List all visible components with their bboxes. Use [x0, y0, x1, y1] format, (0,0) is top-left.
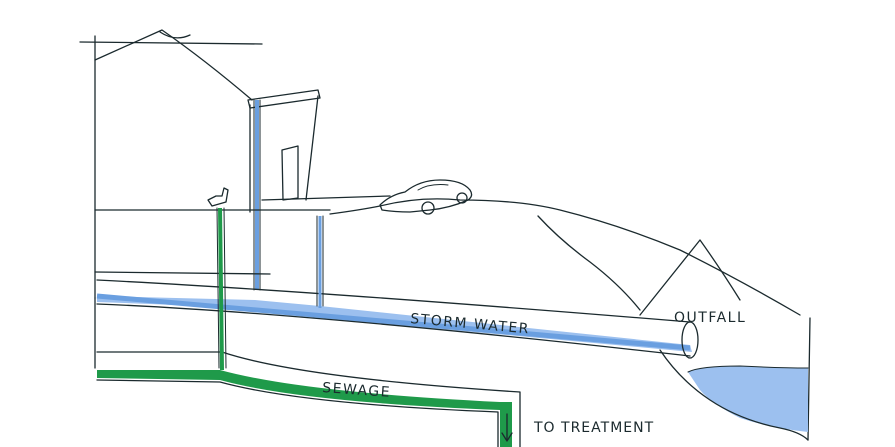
- to-treatment-label: TO TREATMENT: [533, 420, 654, 436]
- storm-water-pipe: [96, 279, 699, 359]
- sewage-pipe: [96, 351, 521, 447]
- road-drain: [316, 215, 324, 308]
- house: [79, 29, 321, 299]
- terrain: [94, 195, 811, 441]
- to-treatment-arrow-icon: [501, 413, 513, 442]
- house-sewer-line: [207, 187, 229, 371]
- downspout: [253, 99, 261, 291]
- outfall-label: OUTFALL: [674, 310, 746, 326]
- sewage-label: SEWAGE: [322, 380, 392, 401]
- storm-water-label: STORM WATER: [410, 311, 531, 337]
- car: [379, 179, 473, 215]
- outfall-water: [659, 349, 809, 441]
